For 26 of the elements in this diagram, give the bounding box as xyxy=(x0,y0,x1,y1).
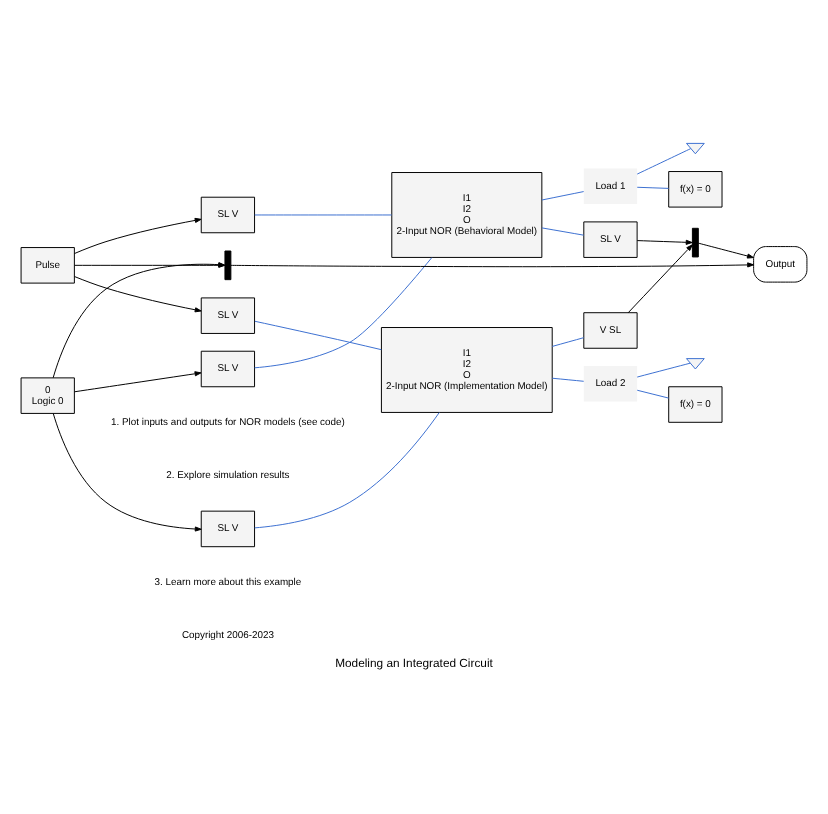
connector xyxy=(636,148,692,175)
connector xyxy=(636,389,670,399)
node-ground xyxy=(686,358,705,370)
connector xyxy=(254,412,440,529)
connector xyxy=(551,337,585,347)
arrow xyxy=(636,239,693,245)
arrow xyxy=(52,262,226,379)
arrow xyxy=(52,412,202,532)
connector xyxy=(254,320,382,351)
arrow xyxy=(627,244,693,314)
connector xyxy=(541,227,585,236)
node-ground xyxy=(686,142,705,155)
arrow xyxy=(74,262,226,268)
connector xyxy=(551,377,585,382)
node-bar xyxy=(691,227,699,258)
arrow xyxy=(74,217,202,254)
connector xyxy=(636,186,670,189)
connector xyxy=(541,191,585,201)
arrow xyxy=(74,371,202,393)
node-bar xyxy=(224,250,232,281)
arrow xyxy=(697,242,754,259)
connector xyxy=(254,214,393,216)
arrow xyxy=(230,262,755,268)
connector xyxy=(254,257,433,369)
arrow xyxy=(74,276,202,313)
connector xyxy=(636,362,691,378)
